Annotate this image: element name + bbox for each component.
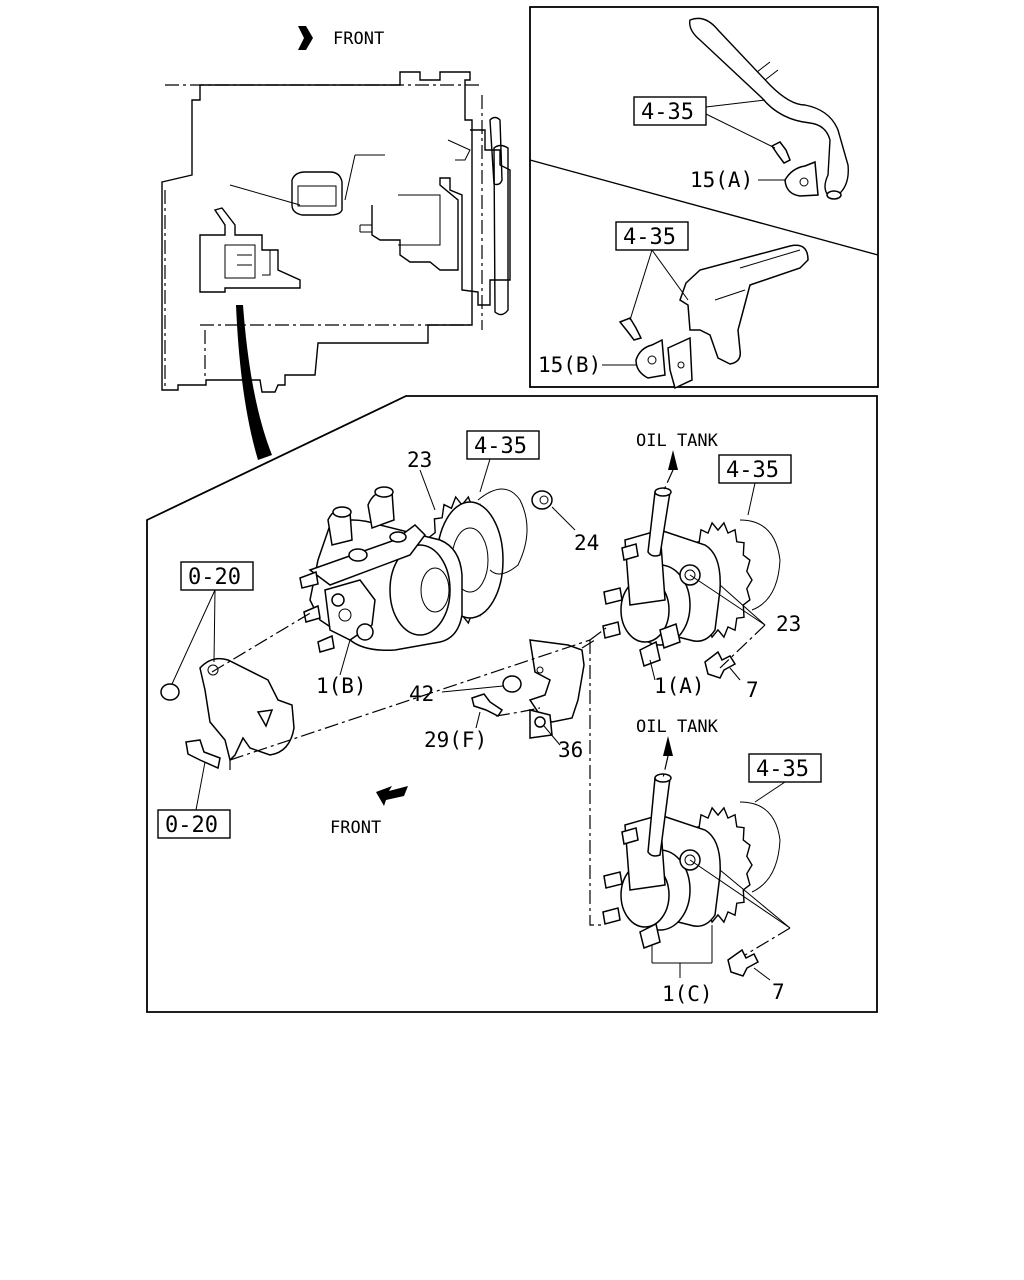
callout-15a: 15(A) bbox=[690, 168, 753, 192]
front-label-top: FRONT bbox=[333, 29, 384, 49]
front-arrow-lower-icon bbox=[376, 786, 408, 806]
callout-7-upper: 7 bbox=[746, 678, 759, 702]
oil-tank-label-upper: OIL TANK bbox=[636, 431, 719, 451]
callout-1a: 1(A) bbox=[654, 674, 705, 698]
callout-15b: 15(B) bbox=[538, 353, 601, 377]
callout-1b: 1(B) bbox=[316, 674, 367, 698]
oil-tank-arrow-upper-icon bbox=[662, 450, 678, 493]
bolt-7-upper bbox=[704, 650, 737, 679]
callout-23-left: 23 bbox=[407, 448, 432, 472]
engine-overview: FRONT bbox=[161, 26, 511, 460]
callout-23-right: 23 bbox=[776, 612, 801, 636]
front-label-bottom: FRONT bbox=[330, 818, 381, 838]
ref-4-35-inset-b: 4-35 bbox=[623, 225, 676, 250]
oil-tank-arrow-lower-icon bbox=[662, 736, 673, 779]
ref-4-35-pump-a: 4-35 bbox=[726, 458, 779, 483]
ref-4-35-pump-b: 4-35 bbox=[474, 434, 527, 459]
callout-36: 36 bbox=[558, 738, 583, 762]
ref-0-20-lower: 0-20 bbox=[165, 813, 218, 838]
ref-0-20-upper: 0-20 bbox=[188, 565, 241, 590]
ref-4-35-pump-c: 4-35 bbox=[756, 757, 809, 782]
bracket-left bbox=[160, 657, 295, 770]
detail-inset: 4-35 4-35 15(A) 15(B) bbox=[529, 6, 879, 390]
callout-1c: 1(C) bbox=[662, 982, 713, 1006]
pump-1a bbox=[602, 487, 781, 667]
oil-tank-label-lower: OIL TANK bbox=[636, 717, 719, 737]
callout-7-lower: 7 bbox=[772, 980, 785, 1004]
pump-1c bbox=[602, 773, 781, 949]
ref-4-35-inset-a: 4-35 bbox=[641, 100, 694, 125]
callout-24: 24 bbox=[574, 531, 599, 555]
front-arrow-icon bbox=[298, 26, 313, 50]
bolt-7-lower bbox=[727, 948, 759, 977]
nut-24 bbox=[531, 490, 553, 510]
main-exploded-view: OIL TANK OIL TANK FRONT 4-35 4-35 4-35 0… bbox=[146, 395, 878, 1013]
callout-42: 42 bbox=[409, 682, 434, 706]
pump-1b bbox=[299, 486, 528, 653]
bracket-36 bbox=[471, 639, 585, 739]
callout-29f: 29(F) bbox=[424, 728, 487, 752]
